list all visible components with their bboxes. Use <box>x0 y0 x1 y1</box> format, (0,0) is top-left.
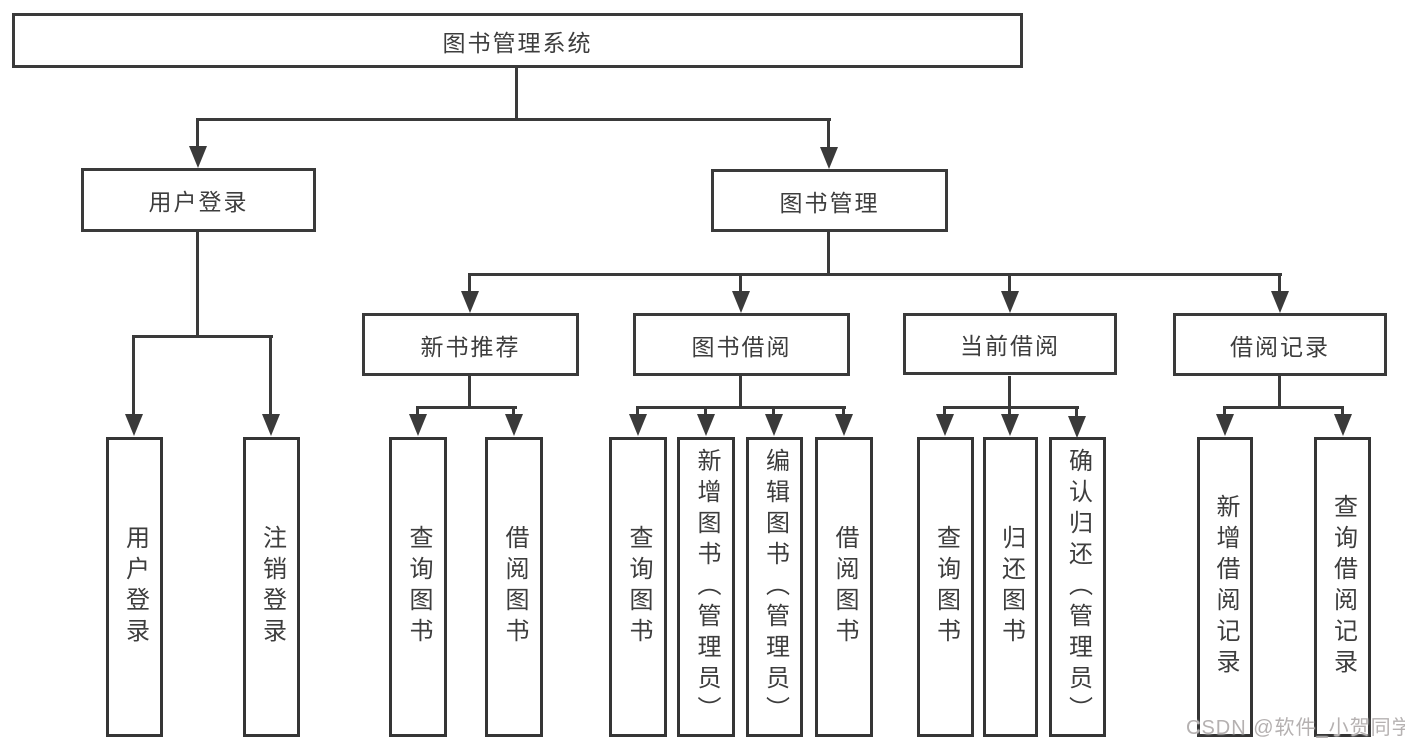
leaf-current-confirm-return: 确认归还（管理员） <box>1049 437 1106 737</box>
connector-line <box>132 335 273 338</box>
leaf-rec-borrow-books: 借阅图书 <box>485 437 543 737</box>
connector-line <box>1075 406 1078 418</box>
node-new-book-rec: 新书推荐 <box>362 313 579 376</box>
leaf-borrow-add-books: 新增图书（管理员） <box>677 437 735 737</box>
node-book-mgmt-label: 图书管理 <box>779 189 880 216</box>
node-book-mgmt: 图书管理 <box>711 169 948 232</box>
node-user-login-label: 用户登录 <box>148 189 249 215</box>
connector-line <box>704 406 707 418</box>
leaf-logout-label: 注销登录 <box>258 525 286 649</box>
arrow-down-icon <box>697 414 715 436</box>
connector-line <box>827 232 830 276</box>
connector-line <box>196 232 199 338</box>
connector-line <box>1008 376 1011 409</box>
connector-line <box>842 406 845 418</box>
connector-line <box>1278 273 1281 295</box>
arrow-down-icon <box>262 414 280 436</box>
leaf-borrow-edit-books: 编辑图书（管理员） <box>746 437 803 737</box>
leaf-current-query-books-label: 查询图书 <box>932 525 960 649</box>
arrow-down-icon <box>505 414 523 436</box>
connector-line <box>943 406 1079 409</box>
leaf-borrow-borrow-books-label: 借阅图书 <box>831 525 858 649</box>
connector-line <box>636 406 639 418</box>
node-borrow-record: 借阅记录 <box>1173 313 1387 376</box>
arrow-down-icon <box>1068 416 1086 438</box>
leaf-borrow-query-books: 查询图书 <box>609 437 667 737</box>
connector-line <box>1008 406 1011 418</box>
arrow-down-icon <box>835 414 853 436</box>
connector-line <box>468 273 1282 276</box>
arrow-down-icon <box>189 146 207 168</box>
arrow-down-icon <box>820 147 838 169</box>
leaf-user-login-label: 用户登录 <box>121 525 149 649</box>
connector-line <box>1223 406 1226 418</box>
connector-line <box>772 406 775 418</box>
leaf-record-add-label: 新增借阅记录 <box>1212 494 1239 680</box>
connector-line <box>269 335 272 416</box>
connector-line <box>943 406 946 418</box>
connector-line <box>416 406 419 418</box>
node-root: 图书管理系统 <box>12 13 1023 68</box>
node-current-borrow-label: 当前借阅 <box>960 333 1060 359</box>
arrow-down-icon <box>461 291 479 313</box>
connector-line <box>416 406 517 409</box>
arrow-down-icon <box>936 414 954 436</box>
node-book-borrow: 图书借阅 <box>633 313 850 376</box>
connector-line <box>1278 376 1281 409</box>
leaf-current-confirm-return-label: 确认归还（管理员） <box>1064 447 1092 727</box>
leaf-rec-borrow-books-label: 借阅图书 <box>501 525 528 649</box>
connector-line <box>1341 406 1344 418</box>
arrow-down-icon <box>1271 291 1289 313</box>
node-current-borrow: 当前借阅 <box>903 313 1117 375</box>
leaf-rec-query-books-label: 查询图书 <box>405 525 432 649</box>
connector-line <box>512 406 515 418</box>
connector-line <box>515 68 518 118</box>
connector-line <box>739 273 742 295</box>
node-borrow-record-label: 借阅记录 <box>1230 333 1330 360</box>
leaf-current-return-books: 归还图书 <box>983 437 1038 737</box>
leaf-user-login: 用户登录 <box>106 437 163 737</box>
node-book-borrow-label: 图书借阅 <box>691 333 792 360</box>
node-user-login: 用户登录 <box>81 168 316 232</box>
connector-line <box>739 376 742 409</box>
csdn-watermark: CSDN @软件_小贺同学 <box>1186 717 1405 739</box>
leaf-record-query: 查询借阅记录 <box>1314 437 1371 737</box>
leaf-borrow-query-books-label: 查询图书 <box>625 525 652 649</box>
arrow-down-icon <box>732 291 750 313</box>
leaf-borrow-edit-books-label: 编辑图书（管理员） <box>761 447 789 727</box>
leaf-borrow-add-books-label: 新增图书（管理员） <box>693 447 720 727</box>
arrow-down-icon <box>409 414 427 436</box>
node-new-book-rec-label: 新书推荐 <box>420 333 521 360</box>
leaf-borrow-borrow-books: 借阅图书 <box>815 437 873 737</box>
arrow-down-icon <box>629 414 647 436</box>
arrow-down-icon <box>765 414 783 436</box>
node-root-label: 图书管理系统 <box>442 29 593 56</box>
connector-line <box>196 118 831 121</box>
arrow-down-icon <box>125 414 143 436</box>
connector-line <box>1223 406 1344 409</box>
connector-line <box>132 335 135 416</box>
arrow-down-icon <box>1334 414 1352 436</box>
leaf-logout: 注销登录 <box>243 437 300 737</box>
connector-line <box>468 273 471 295</box>
arrow-down-icon <box>1216 414 1234 436</box>
leaf-record-add: 新增借阅记录 <box>1197 437 1253 737</box>
connector-line <box>196 118 199 150</box>
arrow-down-icon <box>1001 291 1019 313</box>
connector-line <box>1008 273 1011 295</box>
leaf-current-query-books: 查询图书 <box>917 437 974 737</box>
leaf-current-return-books-label: 归还图书 <box>997 525 1025 649</box>
arrow-down-icon <box>1001 414 1019 436</box>
connector-line <box>636 406 846 409</box>
leaf-record-query-label: 查询借阅记录 <box>1329 494 1357 680</box>
connector-line <box>468 376 471 409</box>
connector-line <box>827 118 830 150</box>
leaf-rec-query-books: 查询图书 <box>389 437 447 737</box>
